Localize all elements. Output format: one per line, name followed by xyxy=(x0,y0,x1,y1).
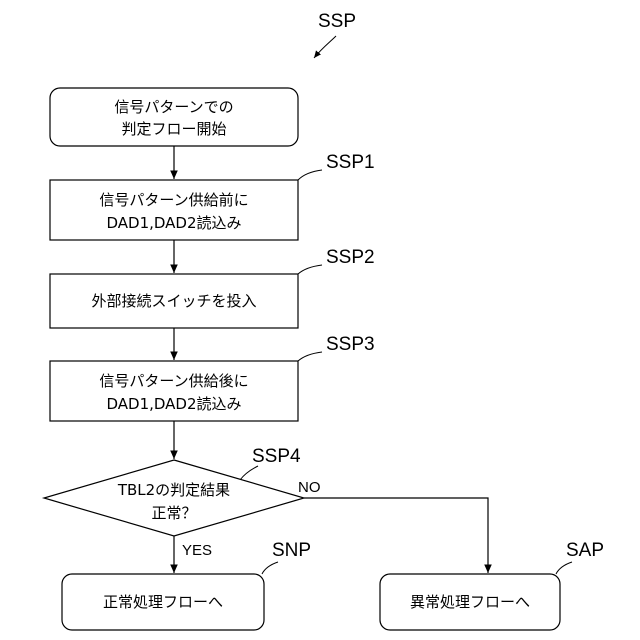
no-label: NO xyxy=(298,479,321,496)
step-ref-ssp3: SSP3 xyxy=(326,334,375,355)
step-ref-ssp2: SSP2 xyxy=(326,247,375,268)
decision-line1: TBL2の判定結果 xyxy=(117,481,230,499)
start-node-line2: 判定フロー開始 xyxy=(121,120,226,138)
end-ref-sap: SAP xyxy=(566,540,604,561)
diagram-title-label: SSP xyxy=(318,11,356,32)
ref-leader-line xyxy=(262,562,278,574)
start-node: 信号パターンでの 判定フロー開始 xyxy=(50,88,298,146)
normal-end-node: 正常処理フローへ xyxy=(62,574,264,630)
decision-line2: 正常？ xyxy=(151,504,196,522)
step-ssp1-line1: 信号パターン供給前に xyxy=(99,191,248,209)
ref-leader-line xyxy=(298,170,322,180)
yes-label: YES xyxy=(182,542,212,559)
step-ref-ssp1: SSP1 xyxy=(326,152,375,173)
ref-leader-line xyxy=(240,466,258,480)
step-ssp3-line1: 信号パターン供給後に xyxy=(99,372,248,390)
step-box-ssp3: 信号パターン供給後に DAD1,DAD2読込み xyxy=(50,361,298,421)
step-ssp1-line2: DAD1,DAD2読込み xyxy=(106,214,241,232)
decision-diamond: TBL2の判定結果 正常？ xyxy=(44,460,304,536)
ref-leader-line xyxy=(298,352,322,361)
no-arrow xyxy=(304,498,488,573)
step-box-ssp1: 信号パターン供給前に DAD1,DAD2読込み xyxy=(50,180,298,240)
abnormal-end-label: 異常処理フローへ xyxy=(410,593,530,611)
step-box-ssp2: 外部接続スイッチを投入 xyxy=(50,274,298,328)
step-ref-ssp4: SSP4 xyxy=(252,446,301,467)
ref-leader-line xyxy=(298,265,322,274)
start-node-line1: 信号パターンでの xyxy=(114,98,233,116)
step-ssp2-line1: 外部接続スイッチを投入 xyxy=(91,292,256,310)
ref-leader-line xyxy=(556,562,572,574)
end-ref-snp: SNP xyxy=(272,540,311,561)
title-pointer-arrow xyxy=(314,36,336,58)
step-ssp3-line2: DAD1,DAD2読込み xyxy=(106,395,241,413)
abnormal-end-node: 異常処理フローへ xyxy=(380,574,560,630)
normal-end-label: 正常処理フローへ xyxy=(103,593,223,611)
